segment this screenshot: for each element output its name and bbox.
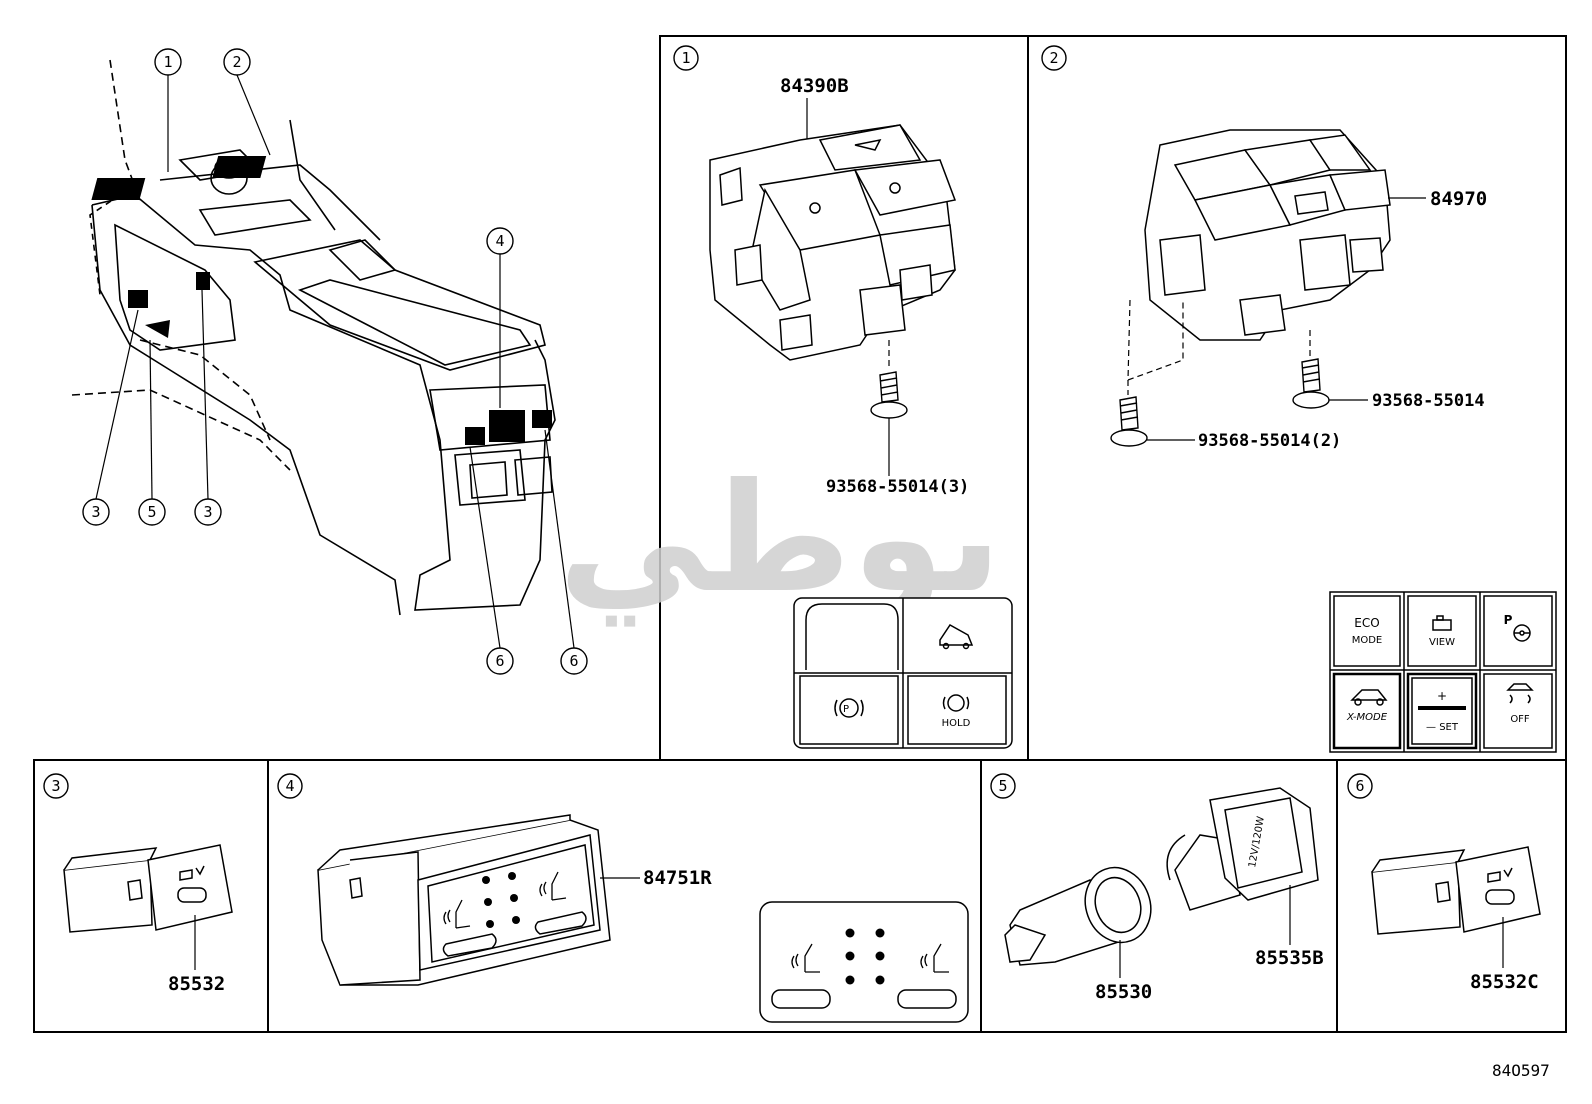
part-85532-label: 85532 [168, 973, 225, 995]
callout-3a: 3 [82, 498, 110, 526]
eco-mode-label-1: ECO [1354, 616, 1379, 630]
parking-brake-letter: P [843, 704, 849, 715]
panel-1: 1 84390B 93568 [673, 45, 1013, 749]
screw-3-icon [870, 371, 908, 419]
panel-2-callout: 2 [1041, 45, 1067, 71]
svg-text:3: 3 [51, 777, 60, 795]
screw-1-label: 93568-55014 [1372, 391, 1485, 411]
svg-text:5: 5 [147, 503, 156, 521]
panel-3: 3 85532 [43, 773, 233, 995]
panel-2: 2 84970 [1041, 45, 1557, 753]
screw-2-label: 93568-55014(2) [1198, 431, 1341, 451]
x-mode-label: X-MODE [1346, 712, 1388, 723]
screw-2-icon [1110, 396, 1148, 447]
seat-heater-switch-84751R [317, 814, 611, 986]
part-84390B-label: 84390B [780, 75, 849, 97]
auto-hold-icon [942, 694, 970, 712]
traction-off-icon [1506, 683, 1534, 704]
panel-6: 6 85532C [1347, 773, 1541, 993]
callouts-main: 1 2 4 3 5 3 6 6 [82, 48, 588, 675]
screw-1-icon [1292, 358, 1330, 409]
leader-lines [95, 74, 575, 649]
face-4-seat-right-icon [920, 943, 949, 973]
screw-3-label: 93568-55014(3) [826, 477, 969, 497]
svg-text:4: 4 [495, 232, 504, 250]
location-2 [212, 156, 267, 178]
panel-5-callout: 5 [990, 773, 1016, 799]
eco-mode-label-2: MODE [1352, 635, 1383, 646]
power-outlet-85530-icon [1004, 866, 1152, 966]
svg-text:3: 3 [203, 503, 212, 521]
seat-heater-dots [482, 872, 520, 928]
off-label: OFF [1510, 714, 1530, 725]
view-label: VIEW [1429, 637, 1455, 648]
svg-text:6: 6 [1355, 777, 1364, 795]
part-84970-label: 84970 [1430, 188, 1487, 210]
svg-text:4: 4 [285, 777, 294, 795]
ev-icon [939, 624, 974, 650]
svg-text:6: 6 [495, 652, 504, 670]
view-camera-icon [1432, 615, 1452, 631]
switch-locations [91, 156, 552, 445]
switch-face-4 [759, 901, 969, 1023]
hold-label: HOLD [942, 718, 971, 729]
x-mode-car-icon [1350, 689, 1388, 706]
seat-heater-right-icon [539, 871, 567, 901]
callout-4: 4 [486, 227, 514, 255]
location-6b [532, 410, 552, 428]
face-4-seat-left-icon [791, 943, 820, 973]
steering-wheel-icon [1513, 624, 1531, 642]
panel-3-callout: 3 [43, 773, 69, 799]
svg-text:3: 3 [91, 503, 100, 521]
callout-1: 1 [154, 48, 182, 76]
panel-4-callout: 4 [277, 773, 303, 799]
switch-face-1 [793, 597, 1013, 749]
part-85530-label: 85530 [1095, 981, 1152, 1003]
switch-assembly-84970 [1144, 129, 1391, 341]
callout-3b: 3 [194, 498, 222, 526]
svg-text:1: 1 [681, 49, 690, 67]
callout-2: 2 [223, 48, 251, 76]
part-85532C-label: 85532C [1470, 971, 1539, 993]
seat-heater-left-icon [443, 899, 471, 929]
location-1 [91, 178, 146, 200]
cruise-plus-label: + [1437, 689, 1447, 703]
usb-charger-85532-icon [63, 844, 233, 933]
svg-text:2: 2 [232, 53, 241, 71]
svg-text:2: 2 [1049, 49, 1058, 67]
p-steer-label: P [1504, 613, 1513, 627]
console-illustration [71, 59, 556, 616]
panel-1-callout: 1 [673, 45, 699, 71]
parking-brake-icon [834, 698, 864, 718]
svg-text:6: 6 [569, 652, 578, 670]
cruise-set-label: — SET [1426, 722, 1459, 733]
part-84751R-label: 84751R [643, 867, 712, 889]
part-85535B-label: 85535B [1255, 947, 1324, 969]
panel-5: 5 85530 12V/120W 85535B [990, 773, 1324, 1003]
panel-4: 4 84751R [277, 773, 969, 1023]
callout-6a: 6 [486, 647, 514, 675]
location-3b [196, 272, 210, 290]
svg-text:5: 5 [998, 777, 1007, 795]
callout-6b: 6 [560, 647, 588, 675]
usb-charger-85532C-icon [1371, 846, 1541, 935]
panel-frames [33, 35, 1567, 1033]
switch-face-2 [1329, 591, 1557, 753]
diagram-reference: 84O597 [1492, 1061, 1550, 1080]
switch-face-4-dots [845, 928, 885, 985]
panel-6-callout: 6 [1347, 773, 1373, 799]
location-3a [128, 290, 148, 308]
location-5 [145, 320, 170, 338]
power-socket-85535B-icon [1166, 787, 1319, 911]
svg-text:1: 1 [163, 53, 172, 71]
switch-assembly-84390B [709, 124, 957, 361]
location-4 [489, 410, 525, 442]
location-6a [465, 427, 485, 445]
callout-5: 5 [138, 498, 166, 526]
